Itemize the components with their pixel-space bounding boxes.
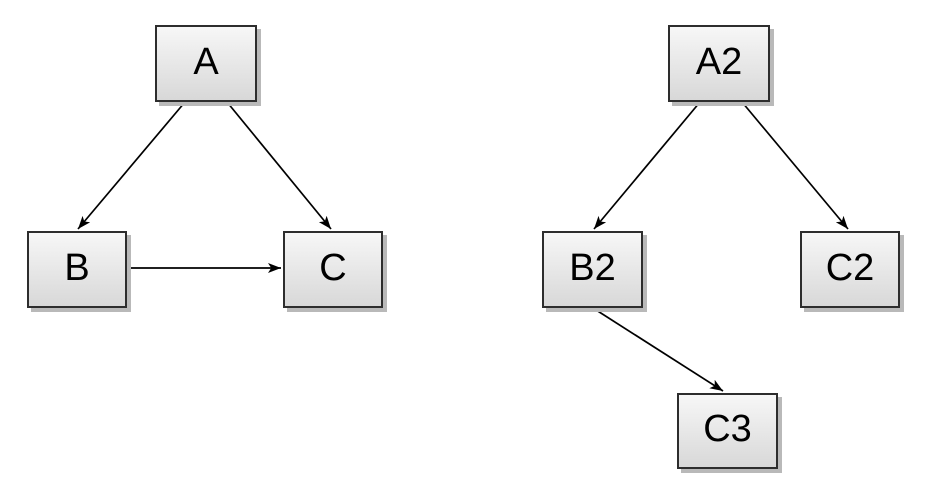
node-label: C3 xyxy=(703,408,752,450)
node-label: A xyxy=(193,40,219,83)
node-B2[interactable]: B2 xyxy=(542,231,643,308)
node-C3[interactable]: C3 xyxy=(677,393,778,469)
node-B[interactable]: B xyxy=(27,231,127,308)
node-label: A2 xyxy=(695,40,743,83)
node-C2[interactable]: C2 xyxy=(800,231,900,308)
node-label: C xyxy=(319,246,347,289)
node-label: B2 xyxy=(569,246,616,289)
node-A2[interactable]: A2 xyxy=(668,25,770,102)
node-label: C2 xyxy=(825,246,875,289)
node-C[interactable]: C xyxy=(283,231,383,308)
node-label: B xyxy=(64,246,90,289)
node-A[interactable]: A xyxy=(155,25,257,102)
